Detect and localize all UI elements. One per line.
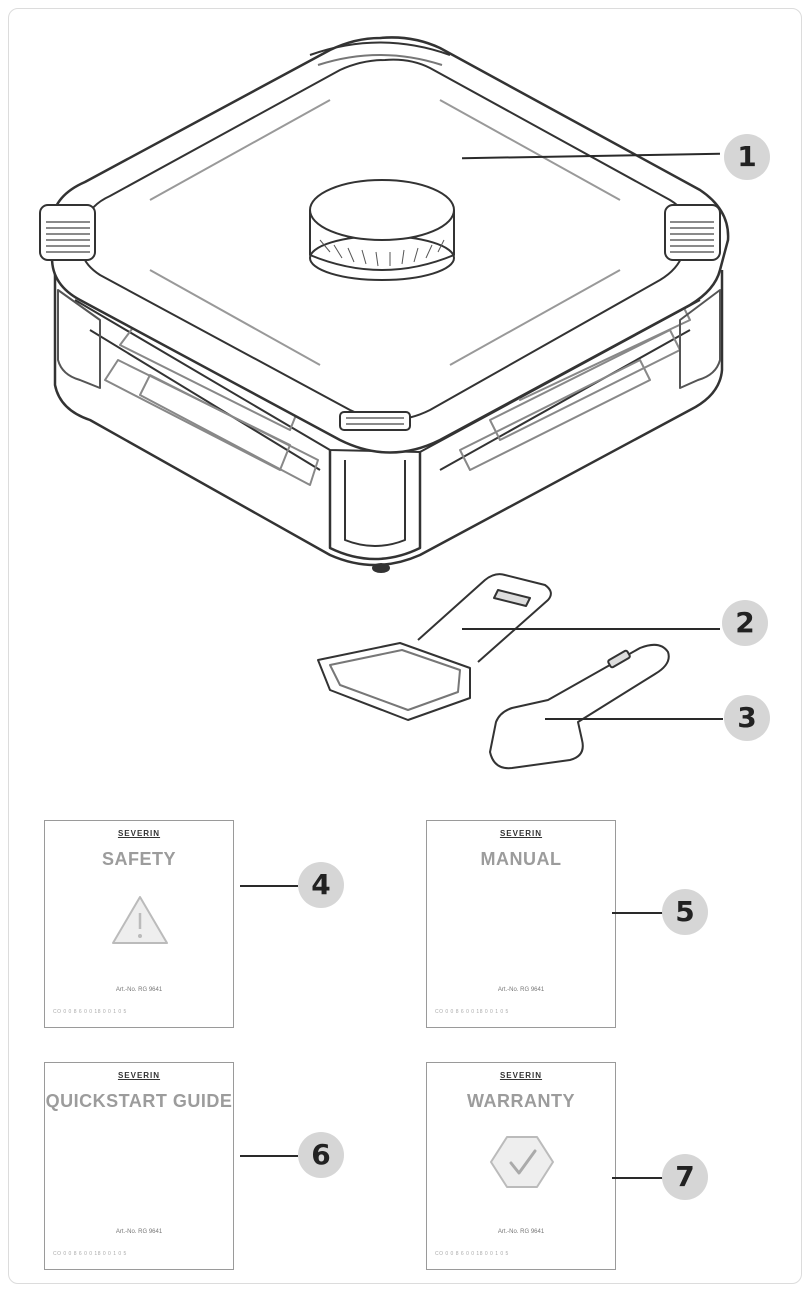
leader-line-6 [240, 1155, 298, 1157]
spatula [489, 643, 670, 770]
booklet-footer: CO 0 0 8 6 0 0 18 0 0 1 0 5 [53, 1009, 127, 1015]
callout-1: 1 [724, 134, 770, 180]
leader-line-3 [545, 718, 723, 720]
booklet-brand: SEVERIN [499, 1071, 543, 1080]
booklet-title: MANUAL [480, 849, 562, 869]
booklet-artno: Art.-No. RG 9641 [115, 987, 163, 993]
leader-line-4 [240, 885, 298, 887]
booklet-artno: Art.-No. RG 9641 [497, 987, 545, 993]
booklet-title: QUICKSTART GUIDE [45, 1091, 233, 1111]
callout-7: 7 [662, 1154, 708, 1200]
safety-booklet: SEVERIN SAFETY Art.-No. RG 9641 CO 0 0 8… [44, 820, 234, 1028]
booklet-title: WARRANTY [467, 1091, 575, 1111]
callout-2: 2 [722, 600, 768, 646]
warranty-booklet: SEVERIN WARRANTY Art.-No. RG 9641 CO 0 0… [426, 1062, 616, 1270]
booklet-brand: SEVERIN [499, 829, 543, 838]
booklet-brand: SEVERIN [117, 829, 161, 838]
warning-triangle-icon [112, 896, 168, 944]
leader-line-5 [612, 912, 664, 914]
callout-3: 3 [724, 695, 770, 741]
booklet-footer: CO 0 0 8 6 0 0 18 0 0 1 0 5 [53, 1251, 127, 1257]
leader-line-7 [612, 1177, 664, 1179]
callout-4: 4 [298, 862, 344, 908]
leader-line-2 [462, 628, 720, 630]
booklet-footer: CO 0 0 8 6 0 0 18 0 0 1 0 5 [435, 1009, 509, 1015]
quickstart-booklet: SEVERIN QUICKSTART GUIDE Art.-No. RG 964… [44, 1062, 234, 1270]
check-hexagon-icon [490, 1136, 554, 1188]
booklet-artno: Art.-No. RG 9641 [115, 1229, 163, 1235]
booklet-artno: Art.-No. RG 9641 [497, 1229, 545, 1235]
booklet-title: SAFETY [101, 849, 176, 869]
booklet-brand: SEVERIN [117, 1071, 161, 1080]
manual-booklet: SEVERIN MANUAL Art.-No. RG 9641 CO 0 0 8… [426, 820, 616, 1028]
raclette-pan [317, 573, 552, 721]
callout-5: 5 [662, 889, 708, 935]
booklet-footer: CO 0 0 8 6 0 0 18 0 0 1 0 5 [435, 1251, 509, 1257]
callout-6: 6 [298, 1132, 344, 1178]
